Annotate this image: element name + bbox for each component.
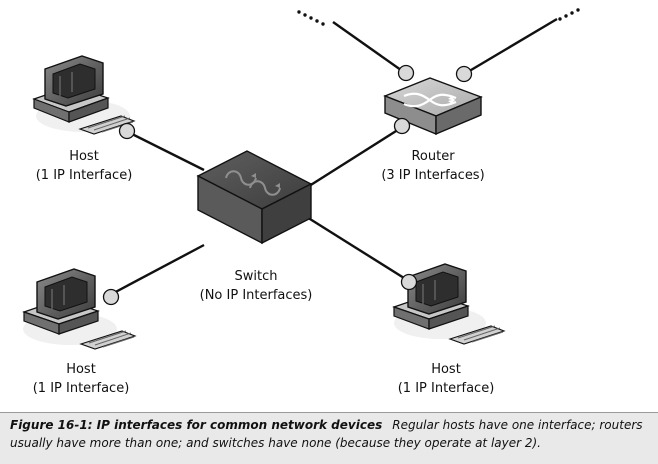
switch-detail: (No IP Interfaces) <box>200 288 313 303</box>
host-top-left-computer <box>32 55 136 140</box>
host-bottom-right-name: Host <box>431 362 461 377</box>
host-bottom-left-detail: (1 IP Interface) <box>33 381 130 396</box>
host-bottom-right-computer <box>392 263 506 345</box>
router-name: Router <box>411 149 455 164</box>
continuation-dots-right <box>558 8 580 21</box>
link-router-upstream-right <box>465 17 558 75</box>
link-router-upstream-left <box>332 21 409 76</box>
link-host-bottom-left-switch <box>107 243 205 298</box>
figure-caption-title: Figure 16-1: IP interfaces for common ne… <box>10 418 383 432</box>
continuation-dots-left <box>297 10 325 26</box>
figure-caption: Figure 16-1: IP interfaces for common ne… <box>0 412 658 464</box>
host-top-left-name: Host <box>69 149 99 164</box>
switch-device <box>196 150 313 245</box>
host-bottom-right-detail: (1 IP Interface) <box>398 381 495 396</box>
connections <box>107 17 558 298</box>
link-switch-host-bottom-right <box>301 212 405 280</box>
figure-caption-text: Regular hosts have one interface; router… <box>10 418 643 450</box>
link-switch-router <box>305 124 405 190</box>
router-device <box>383 64 483 136</box>
network-diagram: Host (1 IP Interface) Router (3 IP Inter… <box>22 8 580 396</box>
host-top-left-detail: (1 IP Interface) <box>36 168 133 183</box>
link-host-top-left-switch <box>125 129 205 172</box>
host-bottom-left-computer <box>22 268 137 350</box>
switch-name: Switch <box>235 269 278 284</box>
host-bottom-left-name: Host <box>66 362 96 377</box>
router-detail: (3 IP Interfaces) <box>381 168 484 183</box>
